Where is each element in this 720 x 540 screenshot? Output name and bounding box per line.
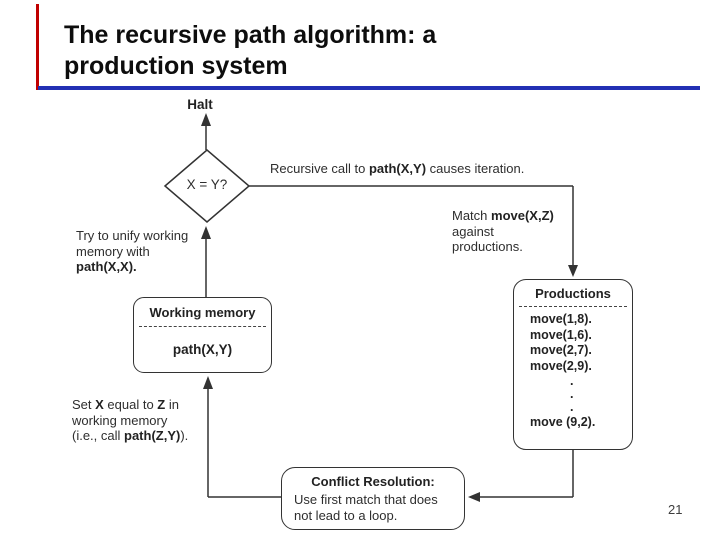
arrowhead-down-productions bbox=[568, 265, 578, 277]
conflict-text-line2: not lead to a loop. bbox=[294, 507, 398, 523]
match-note-pre: Match bbox=[452, 208, 492, 223]
ellipsis-dot: . bbox=[570, 399, 574, 414]
arrowhead-up-wm bbox=[203, 376, 213, 389]
halt-label: Halt bbox=[187, 97, 213, 112]
conflict-text-line1: Use first match that does bbox=[294, 492, 438, 507]
match-note-line1: Match move(X,Z) bbox=[452, 208, 582, 224]
productions-box: Productions move(1,8). move(1,6). move(2… bbox=[513, 279, 633, 450]
set-note-l1-post: in bbox=[165, 397, 179, 412]
match-note: Match move(X,Z) against productions. bbox=[452, 208, 582, 255]
unify-note-line1: Try to unify working bbox=[76, 228, 189, 243]
recursive-note-pre: Recursive call to bbox=[270, 161, 369, 176]
unify-note-line2: memory with bbox=[76, 243, 150, 259]
ellipsis-dot: . bbox=[570, 386, 574, 401]
production-item: move(2,7). bbox=[530, 343, 592, 358]
conflict-resolution-text: Use first match that does not lead to a … bbox=[282, 489, 464, 523]
conflict-resolution-box: Conflict Resolution: Use first match tha… bbox=[281, 467, 465, 530]
set-note: Set X equal to Z in working memory (i.e.… bbox=[72, 397, 222, 444]
working-memory-content: path(X,Y) bbox=[172, 342, 233, 357]
recursive-call-note: Recursive call to path(X,Y) causes itera… bbox=[270, 161, 570, 177]
arrowhead-up-decision bbox=[201, 226, 211, 239]
set-note-l1-pre: Set bbox=[72, 397, 96, 412]
recursive-note-bold: path(X,Y) bbox=[368, 161, 427, 176]
match-note-line3: productions. bbox=[452, 239, 523, 254]
unify-note-bold: path(X,X). bbox=[76, 259, 137, 274]
set-note-line2: working memory bbox=[72, 412, 168, 428]
page-title-line1: The recursive path algorithm: a bbox=[64, 21, 437, 49]
decision-diamond bbox=[163, 149, 251, 223]
working-memory-separator bbox=[139, 326, 266, 327]
production-item-last: move (9,2). bbox=[530, 414, 596, 429]
production-item: move(1,8). bbox=[530, 312, 592, 326]
page-number: 21 bbox=[668, 502, 683, 517]
set-note-l1-bold1: X bbox=[95, 397, 104, 412]
productions-separator bbox=[519, 306, 627, 307]
conflict-resolution-title: Conflict Resolution: bbox=[311, 474, 435, 489]
set-note-l1-mid: equal to bbox=[103, 397, 158, 412]
set-note-l3-post: ). bbox=[180, 428, 189, 443]
ellipsis-dot: . bbox=[570, 373, 574, 388]
set-note-line1: Set X equal to Z in bbox=[72, 397, 222, 413]
match-note-line2: against bbox=[452, 223, 494, 239]
page-title-line2: production system bbox=[64, 52, 288, 80]
productions-list: move(1,8). move(1,6). move(2,7). move(2,… bbox=[514, 307, 632, 375]
match-note-bold: move(X,Z) bbox=[491, 208, 554, 223]
recursive-note-post: causes iteration. bbox=[426, 161, 525, 176]
title-underline bbox=[38, 86, 700, 90]
productions-title: Productions bbox=[535, 286, 611, 301]
production-item: move(1,6). bbox=[530, 327, 592, 342]
production-item: move(2,9). bbox=[530, 359, 592, 374]
set-note-l3-pre: (i.e., call bbox=[72, 428, 125, 443]
page-title: The recursive path algorithm: a producti… bbox=[64, 20, 694, 82]
set-note-l3-bold: path(Z,Y) bbox=[124, 428, 181, 443]
set-note-line3: (i.e., call path(Z,Y)). bbox=[72, 428, 222, 444]
decision-label: X = Y? bbox=[186, 177, 228, 192]
unify-note: Try to unify working memory with path(X,… bbox=[76, 228, 216, 275]
red-accent-bar bbox=[36, 4, 39, 90]
set-note-l1-bold2: Z bbox=[157, 397, 166, 412]
unify-note-line3: path(X,X). bbox=[76, 259, 216, 275]
arrowhead-up-halt bbox=[201, 113, 211, 126]
working-memory-title: Working memory bbox=[149, 305, 256, 320]
working-memory-box: Working memory path(X,Y) bbox=[133, 297, 272, 373]
arrowhead-left-conflict bbox=[468, 492, 480, 502]
